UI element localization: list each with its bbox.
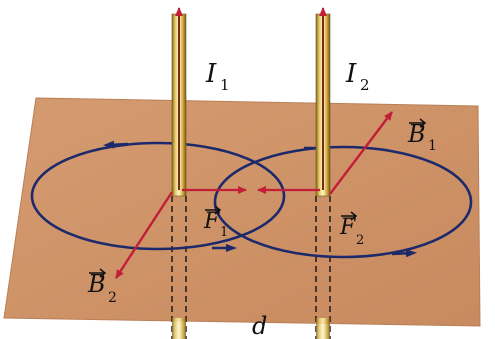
svg-text:1: 1 bbox=[220, 76, 230, 94]
wire-1 bbox=[171, 13, 187, 197]
wire-1-under-plane bbox=[171, 196, 187, 339]
wire-1-below bbox=[172, 318, 186, 339]
svg-text:1: 1 bbox=[220, 225, 228, 240]
svg-text:F: F bbox=[203, 209, 220, 234]
field-line-wire-2 bbox=[213, 145, 473, 259]
label-force-1: F 1 bbox=[203, 205, 228, 240]
svg-text:1: 1 bbox=[428, 138, 437, 154]
field-line-wire-1 bbox=[30, 141, 286, 251]
label-current-1: I 1 bbox=[205, 59, 230, 94]
svg-text:I: I bbox=[345, 59, 357, 89]
field-1-vector bbox=[329, 111, 393, 195]
label-field-1: B 1 bbox=[407, 118, 437, 154]
label-force-2: F 2 bbox=[339, 211, 364, 248]
field-arrow-bottom-right bbox=[391, 249, 417, 258]
wire-2-under-plane bbox=[315, 196, 331, 339]
label-distance: d bbox=[252, 312, 267, 339]
label-field-2: B 2 bbox=[87, 268, 117, 306]
field-2-vector bbox=[114, 191, 174, 279]
wire-2-below bbox=[316, 318, 330, 339]
label-current-2: I 2 bbox=[345, 59, 370, 94]
field-arrow-top-left bbox=[103, 140, 129, 149]
svg-text:I: I bbox=[205, 59, 217, 89]
svg-text:2: 2 bbox=[360, 76, 370, 94]
svg-text:F: F bbox=[339, 215, 356, 240]
svg-text:2: 2 bbox=[108, 290, 117, 306]
wire-2 bbox=[315, 13, 331, 197]
svg-text:2: 2 bbox=[356, 233, 364, 248]
